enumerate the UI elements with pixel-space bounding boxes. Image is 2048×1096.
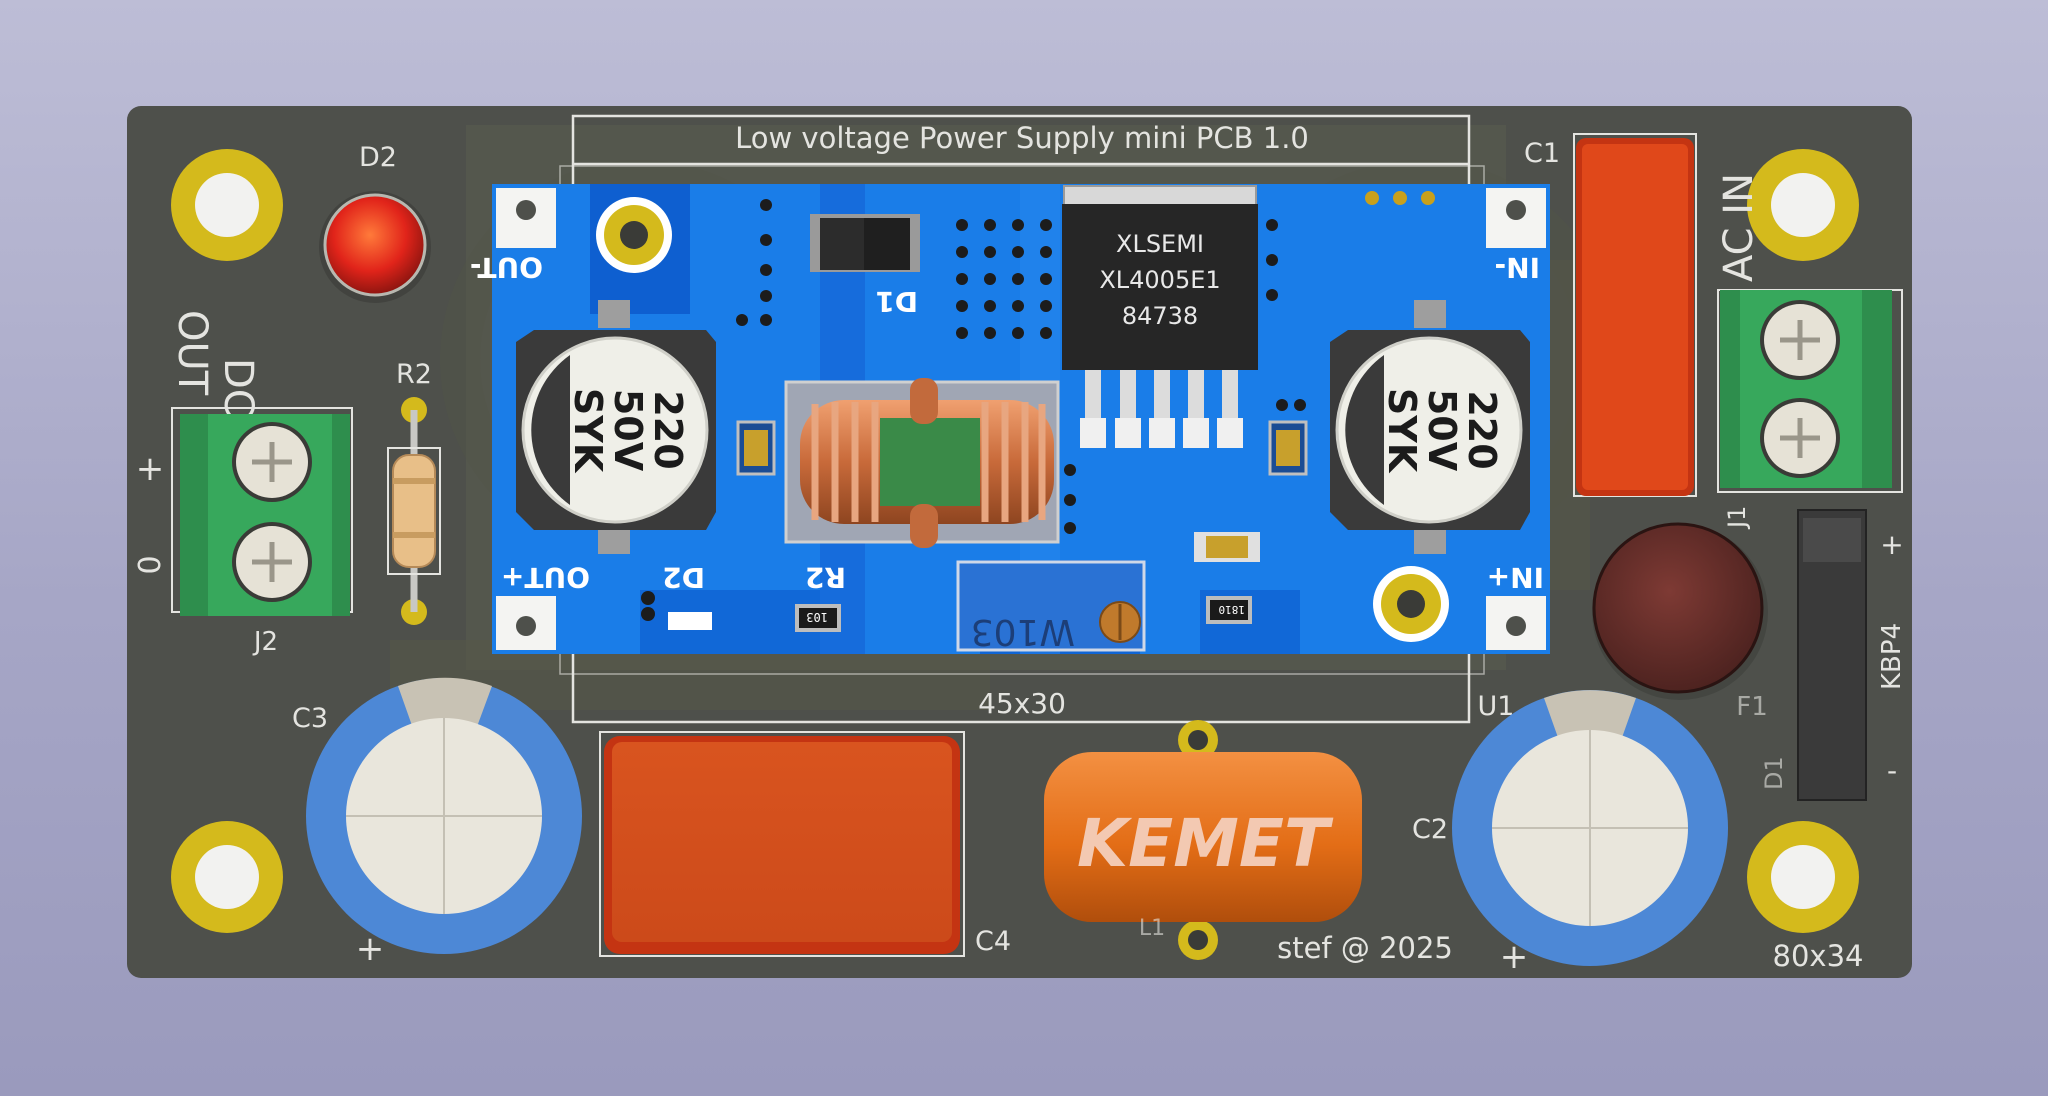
regulator-chip-u1 <box>1062 204 1258 370</box>
label-d1-board: D1 <box>1760 756 1788 790</box>
module-cap-right <box>1330 300 1530 554</box>
pot-label: W103 <box>971 611 1075 652</box>
right-cap-brand: SYK <box>1380 388 1424 474</box>
label-r2: R2 <box>396 359 432 390</box>
inductor-coil <box>800 378 1054 548</box>
pin-label-out-plus: OUT+ <box>501 561 590 594</box>
left-cap-value: 220 <box>646 390 690 469</box>
chip-text-line3: 84738 <box>1122 302 1198 330</box>
label-d2: D2 <box>359 142 397 173</box>
ac-in-label: AC IN <box>1716 173 1762 282</box>
smd-1810-label: 1810 <box>1219 603 1246 616</box>
pin-label-out-minus: OUT- <box>470 251 543 284</box>
label-c4: C4 <box>975 926 1011 957</box>
chip-text-line1: XLSEMI <box>1116 230 1204 258</box>
label-c1: C1 <box>1524 138 1560 169</box>
dc-out-label-line2: OUT <box>169 310 215 396</box>
kemet-choke-l1 <box>1044 752 1362 922</box>
left-cap-voltage: 50V <box>606 389 650 472</box>
capacitor-c3 <box>306 677 582 954</box>
label-plus-c3: + <box>356 929 385 969</box>
right-cap-voltage: 50V <box>1420 389 1464 472</box>
module-label-d1: D1 <box>875 285 918 318</box>
label-plus-c2: + <box>1500 937 1529 977</box>
module-cap-left <box>516 300 716 554</box>
module-label-r2: R2 <box>805 561 846 594</box>
board-title: Low voltage Power Supply mini PCB 1.0 <box>735 121 1309 155</box>
led-d2 <box>323 193 427 297</box>
label-c3: C3 <box>292 703 328 734</box>
label-plus-j2: + <box>136 449 165 489</box>
label-l1: L1 <box>1139 916 1165 941</box>
label-c2: C2 <box>1412 814 1448 845</box>
label-plus-kbp4: + <box>1880 528 1903 561</box>
mounting-holes <box>171 149 1859 933</box>
right-cap-value: 220 <box>1460 390 1504 469</box>
module-corner-pads <box>496 188 1546 650</box>
chip-text-line2: XL4005E1 <box>1099 266 1220 294</box>
module-outline-label: 45x30 <box>978 687 1066 720</box>
left-cap-brand: SYK <box>566 388 610 474</box>
board-size-label: 80x34 <box>1773 939 1864 973</box>
board-signature: stef @ 2025 <box>1277 931 1453 965</box>
dc-out-label-line1: DC <box>215 358 261 417</box>
label-minus-kbp4: - <box>1887 754 1897 787</box>
smd-103-label: 103 <box>806 610 828 624</box>
label-f1: F1 <box>1736 692 1768 722</box>
capacitor-c2 <box>1452 690 1728 966</box>
via-grid <box>736 199 1306 534</box>
fuse-f1 <box>1592 522 1764 694</box>
resistor-r2 <box>392 454 436 568</box>
label-kbp4: KBP4 <box>1877 623 1907 690</box>
label-j1: J1 <box>1723 506 1751 530</box>
kemet-label: KEMET <box>1077 805 1334 882</box>
pin-label-in-plus: IN+ <box>1487 561 1544 594</box>
module-label-d2: D2 <box>662 561 705 594</box>
pin-label-in-minus: IN- <box>1495 251 1540 284</box>
label-j2: J2 <box>252 627 278 657</box>
label-zero-j2: 0 <box>133 555 168 574</box>
